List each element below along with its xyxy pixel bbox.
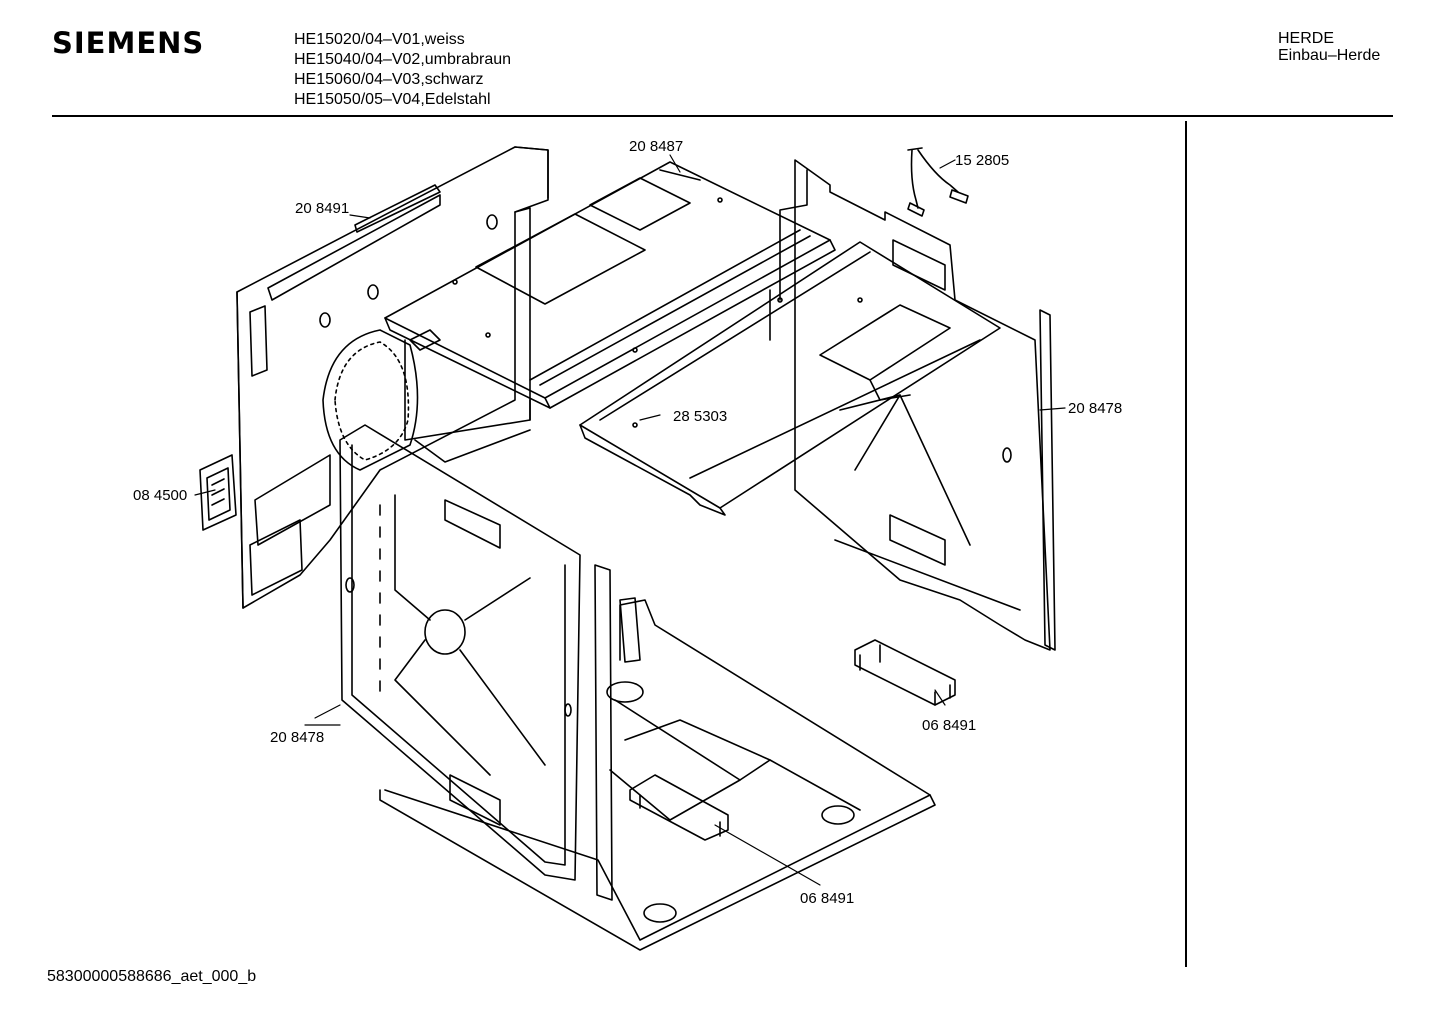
- side-divider: [1185, 121, 1187, 967]
- drawing-id: 58300000588686_aet_000_b: [47, 968, 257, 985]
- model-list: HE15020/04–V01,weiss HE15040/04–V02,umbr…: [294, 30, 511, 110]
- front-side-panel: [339, 424, 613, 901]
- label-bracket-bottom: 06 8491: [800, 890, 854, 907]
- control-module: [199, 454, 237, 531]
- leader-lines: [194, 154, 1066, 886]
- header-divider: [52, 115, 1393, 117]
- right-side-panel: [779, 159, 1056, 651]
- label-rack-right: 20 8478: [1068, 400, 1122, 417]
- siemens-logo: SIEMENS: [52, 26, 205, 60]
- label-cable: 15 2805: [955, 152, 1009, 169]
- bracket-right: [854, 639, 956, 706]
- model-line: HE15020/04–V01,weiss: [294, 31, 465, 48]
- category-title: HERDE: [1278, 30, 1335, 47]
- category-subtitle: Einbau–Herde: [1278, 47, 1381, 64]
- label-shelf: 28 5303: [673, 408, 727, 425]
- top-panel: [384, 161, 836, 409]
- model-line: HE15060/04–V03,schwarz: [294, 71, 484, 88]
- label-module: 08 4500: [133, 487, 187, 504]
- left-side-panel: [236, 146, 549, 609]
- label-bracket-right: 06 8491: [922, 717, 976, 734]
- model-line: HE15050/05–V04,Edelstahl: [294, 91, 491, 108]
- category-block: HERDE Einbau–Herde: [1278, 30, 1380, 64]
- label-left-panel: 20 8491: [295, 200, 349, 217]
- label-top-panel: 20 8487: [629, 138, 683, 155]
- wire-harness: [907, 147, 969, 217]
- model-line: HE15040/04–V02,umbrabraun: [294, 51, 512, 68]
- oven-shelf: [579, 241, 1001, 516]
- label-rack-front: 20 8478: [270, 729, 324, 746]
- bracket-bottom: [629, 774, 729, 841]
